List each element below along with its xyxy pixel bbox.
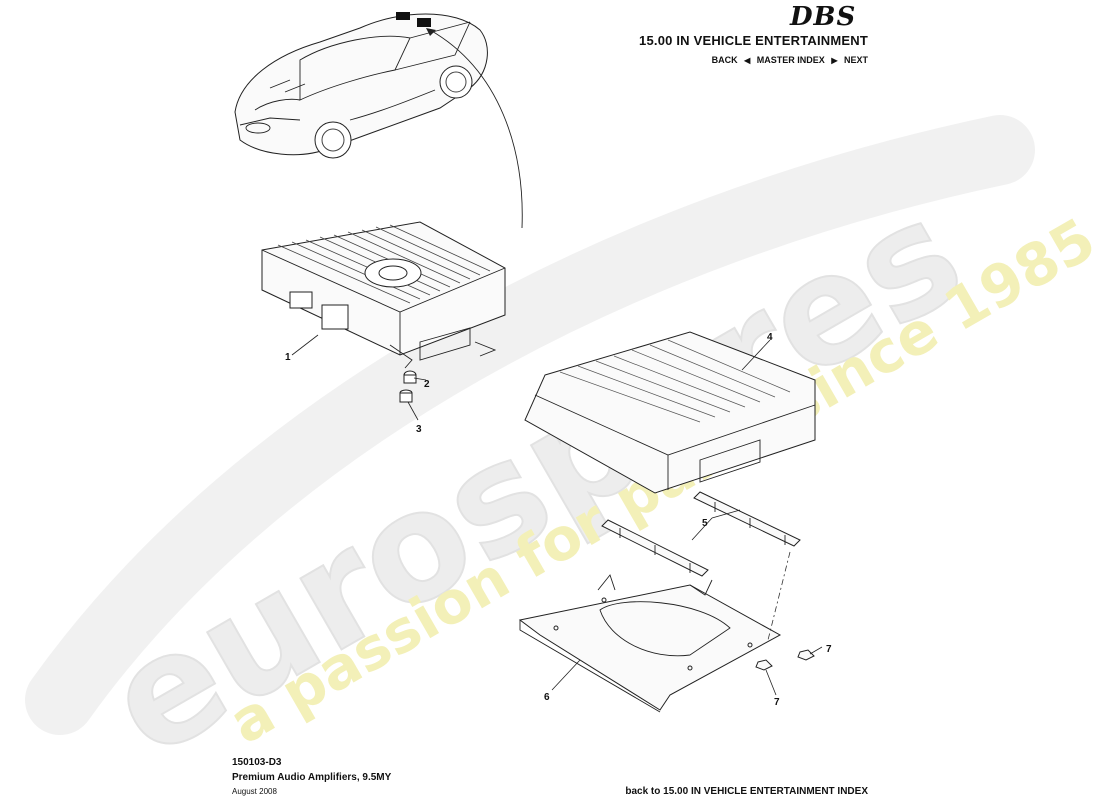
fastener-2-illustration [403, 370, 417, 384]
location-arrow [429, 29, 523, 229]
callout-7a: 7 [826, 644, 832, 655]
diagram-title: Premium Audio Amplifiers, 9.5MY [232, 772, 392, 783]
amplifier-4-illustration [524, 331, 816, 494]
bracket-5-illustration [601, 491, 801, 577]
back-arrow-icon: ◀ [744, 56, 751, 65]
header-nav: BACK ◀ MASTER INDEX ▶ NEXT [650, 55, 868, 65]
back-link[interactable]: BACK [711, 55, 738, 65]
back-to-index-link[interactable]: back to 15.00 IN VEHICLE ENTERTAINMENT I… [625, 786, 868, 797]
next-link[interactable]: NEXT [843, 55, 868, 65]
callout-7b: 7 [774, 697, 780, 708]
next-arrow-icon: ▶ [831, 56, 838, 65]
amplifier-1-illustration [261, 221, 506, 369]
diagram-code: 150103-D3 [232, 757, 282, 768]
watermark: eurospares a passion for parts since 198… [25, 115, 1100, 792]
dbs-logo: DBS [790, 2, 857, 32]
car-illustration [234, 12, 488, 159]
nut-7-illustration [755, 649, 815, 671]
leader-lines [291, 334, 823, 696]
master-index-link[interactable]: MASTER INDEX [756, 55, 825, 65]
callout-4: 4 [767, 332, 773, 343]
section-title: 15.00 IN VEHICLE ENTERTAINMENT [639, 33, 868, 48]
callout-2: 2 [424, 379, 430, 390]
fastener-3-illustration [399, 389, 413, 403]
callout-6: 6 [544, 692, 550, 703]
callout-3: 3 [416, 424, 422, 435]
callout-5: 5 [702, 518, 708, 529]
mounting-plate-6-illustration [518, 574, 782, 713]
diagram-date: August 2008 [232, 787, 277, 796]
callout-1: 1 [285, 352, 291, 363]
